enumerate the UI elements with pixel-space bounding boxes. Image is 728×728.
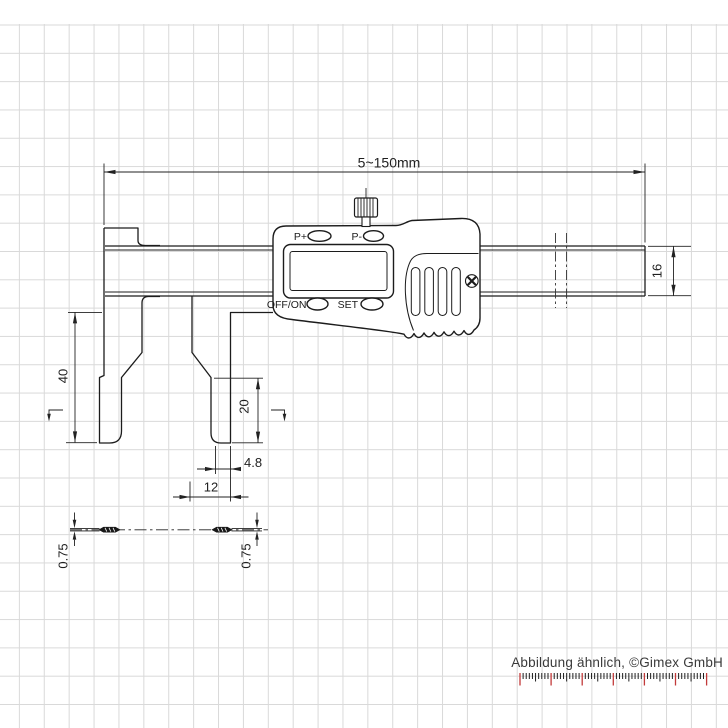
blade-left-label: 0.75	[56, 543, 71, 568]
set-label: SET	[338, 299, 359, 311]
grip-region-line	[404, 253, 479, 331]
off-on-button	[306, 297, 329, 311]
tip-length-label: 20	[237, 399, 252, 413]
off-on-label: OFF/ON	[267, 299, 307, 311]
edge-mark-right	[271, 409, 287, 422]
knurling	[357, 198, 374, 217]
thumbwheel	[353, 188, 379, 228]
dimension-measuring-range: 5~150mm	[103, 155, 646, 243]
p-minus-button	[362, 229, 385, 242]
display-unit-body: P+ P- OFF/ON SET	[267, 217, 481, 339]
beam-height-label: 16	[650, 264, 665, 278]
blade-section-right	[211, 526, 233, 533]
tip-width-label: 4.8	[244, 455, 262, 470]
fixed-head-and-jaw	[98, 227, 160, 444]
p-minus-label: P-	[352, 231, 363, 243]
caliper-buttons: P+ P- OFF/ON SET	[267, 229, 385, 311]
blade-cross-sections	[70, 526, 268, 533]
blade-right-label: 0.75	[239, 543, 254, 568]
dimension-beam-height: 16	[648, 245, 691, 297]
dimension-blade-left: 0.75	[56, 512, 77, 569]
dimension-blade-right: 0.75	[239, 512, 259, 569]
p-plus-label: P+	[294, 231, 307, 243]
jaw-offset-label: 12	[204, 480, 218, 495]
p-plus-button	[307, 229, 332, 242]
dimension-jaw-offset: 12	[173, 480, 249, 502]
beam-break-lines	[555, 233, 567, 308]
jaw-depth-label: 40	[56, 369, 71, 383]
credit-text: Abbildung ähnlich, ©Gimex GmbH	[511, 655, 723, 670]
edge-mark-left	[47, 409, 63, 422]
movable-jaw	[191, 296, 273, 444]
grip-slots	[410, 267, 461, 316]
grid-paper-background	[0, 24, 728, 728]
dimension-tip-length: 20	[214, 377, 263, 444]
dimension-tip-width: 4.8	[197, 446, 262, 502]
measuring-range-label: 5~150mm	[358, 155, 421, 171]
dimension-jaw-depth: 40	[56, 311, 102, 444]
ruler-graphic	[519, 673, 708, 686]
phillips-screw-icon	[464, 274, 479, 288]
blade-section-left	[98, 526, 121, 533]
set-button	[360, 297, 384, 311]
lcd-display	[282, 243, 395, 299]
